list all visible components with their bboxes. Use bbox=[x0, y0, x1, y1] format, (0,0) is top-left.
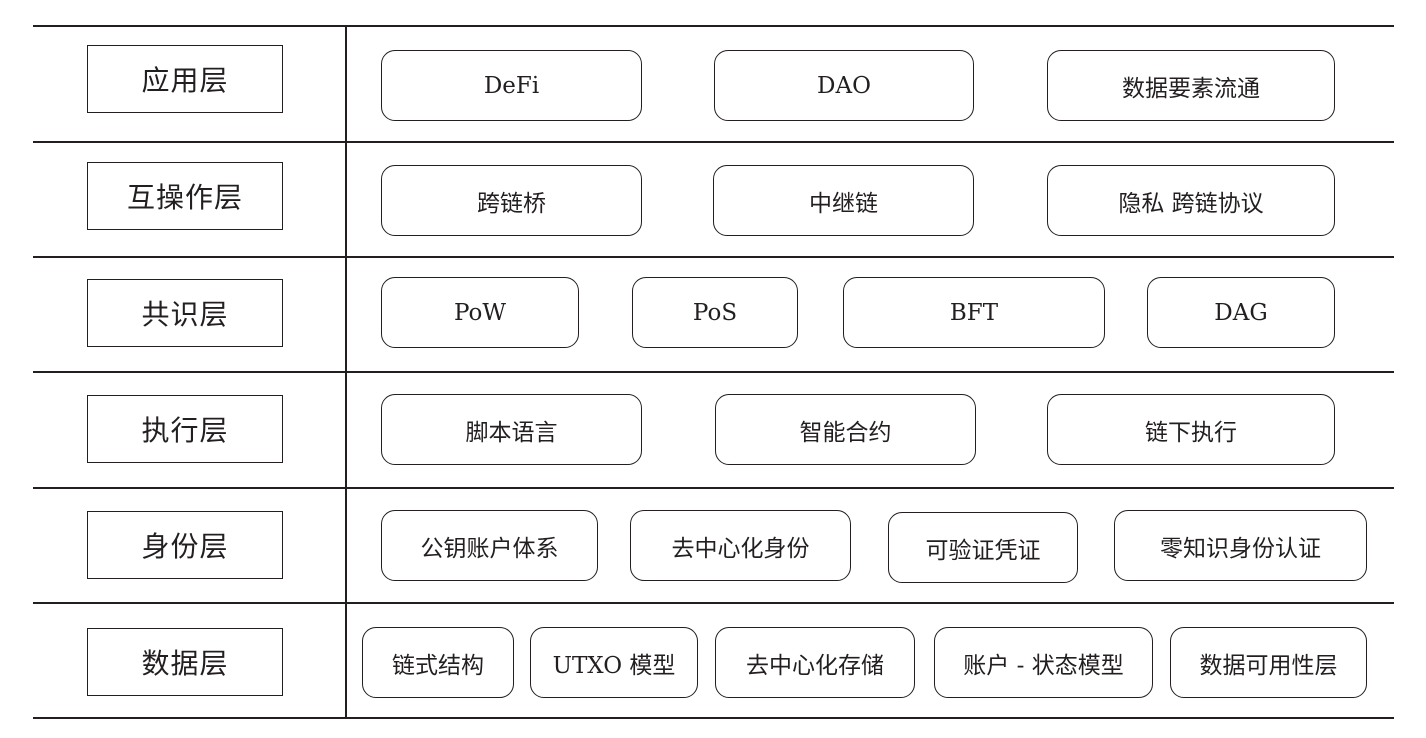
component-cross-chain-bridge: 跨链桥 bbox=[381, 165, 642, 236]
component-dag: DAG bbox=[1147, 277, 1335, 348]
column-divider bbox=[345, 25, 347, 719]
row-divider bbox=[33, 487, 1394, 489]
component-decentralized-storage: 去中心化存储 bbox=[715, 627, 915, 698]
component-utxo-model: UTXO 模型 bbox=[530, 627, 698, 698]
layer-label-identity: 身份层 bbox=[87, 511, 283, 579]
table-top-border bbox=[33, 25, 1394, 27]
row-divider bbox=[33, 602, 1394, 604]
layer-label-interoperability: 互操作层 bbox=[87, 162, 283, 230]
component-verifiable-credential: 可验证凭证 bbox=[888, 512, 1078, 583]
layer-label-execution: 执行层 bbox=[87, 395, 283, 463]
row-divider bbox=[33, 141, 1394, 143]
component-data-availability-layer: 数据可用性层 bbox=[1170, 627, 1367, 698]
row-divider bbox=[33, 371, 1394, 373]
component-pow: PoW bbox=[381, 277, 579, 348]
component-zk-identity-auth: 零知识身份认证 bbox=[1114, 510, 1367, 581]
layer-label-application: 应用层 bbox=[87, 45, 283, 113]
component-decentralized-identity: 去中心化身份 bbox=[630, 510, 851, 581]
component-defi: DeFi bbox=[381, 50, 642, 121]
component-public-key-account: 公钥账户体系 bbox=[381, 510, 598, 581]
component-account-state-model: 账户 - 状态模型 bbox=[934, 627, 1153, 698]
component-dao: DAO bbox=[714, 50, 974, 121]
layer-label-data: 数据层 bbox=[87, 628, 283, 696]
component-relay-chain: 中继链 bbox=[713, 165, 974, 236]
component-data-circulation: 数据要素流通 bbox=[1047, 50, 1335, 121]
component-privacy-cross-chain-protocol: 隐私 跨链协议 bbox=[1047, 165, 1335, 236]
component-smart-contract: 智能合约 bbox=[715, 394, 976, 465]
component-off-chain-execution: 链下执行 bbox=[1047, 394, 1335, 465]
component-bft: BFT bbox=[843, 277, 1105, 348]
table-bottom-border bbox=[33, 717, 1394, 719]
component-pos: PoS bbox=[632, 277, 798, 348]
component-script-language: 脚本语言 bbox=[381, 394, 642, 465]
row-divider bbox=[33, 256, 1394, 258]
component-chain-structure: 链式结构 bbox=[362, 627, 514, 698]
layer-label-consensus: 共识层 bbox=[87, 279, 283, 347]
